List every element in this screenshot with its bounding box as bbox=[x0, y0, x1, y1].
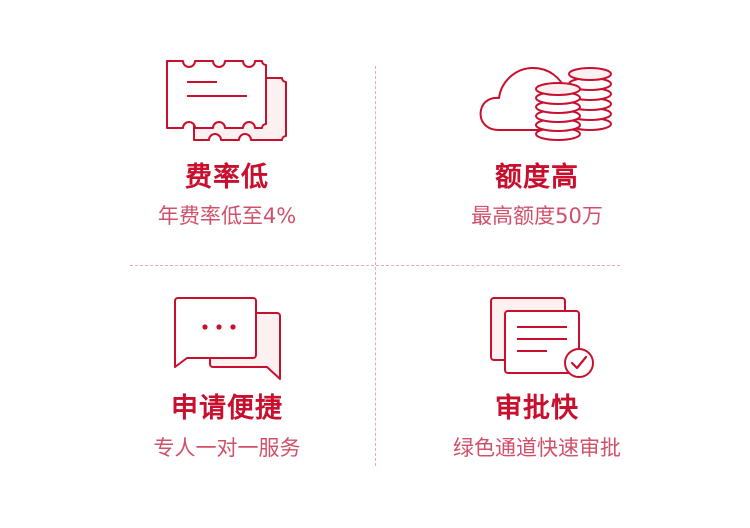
feature-description: 绿色通道快速审批 bbox=[453, 436, 621, 460]
document-check-icon bbox=[417, 295, 657, 385]
feature-title: 额度高 bbox=[495, 162, 579, 193]
feature-title: 审批快 bbox=[495, 393, 579, 424]
feature-title: 费率低 bbox=[185, 162, 269, 193]
feature-description: 最高额度50万 bbox=[471, 204, 603, 228]
feature-title: 申请便捷 bbox=[171, 393, 283, 424]
tickets-icon bbox=[107, 58, 347, 148]
feature-description: 专人一对一服务 bbox=[153, 436, 301, 460]
feature-description: 年费率低至4% bbox=[157, 204, 297, 228]
vertical-divider bbox=[375, 66, 376, 466]
cloud-coins-icon bbox=[417, 58, 657, 148]
horizontal-divider bbox=[130, 265, 620, 266]
chat-bubbles-icon bbox=[107, 295, 347, 385]
